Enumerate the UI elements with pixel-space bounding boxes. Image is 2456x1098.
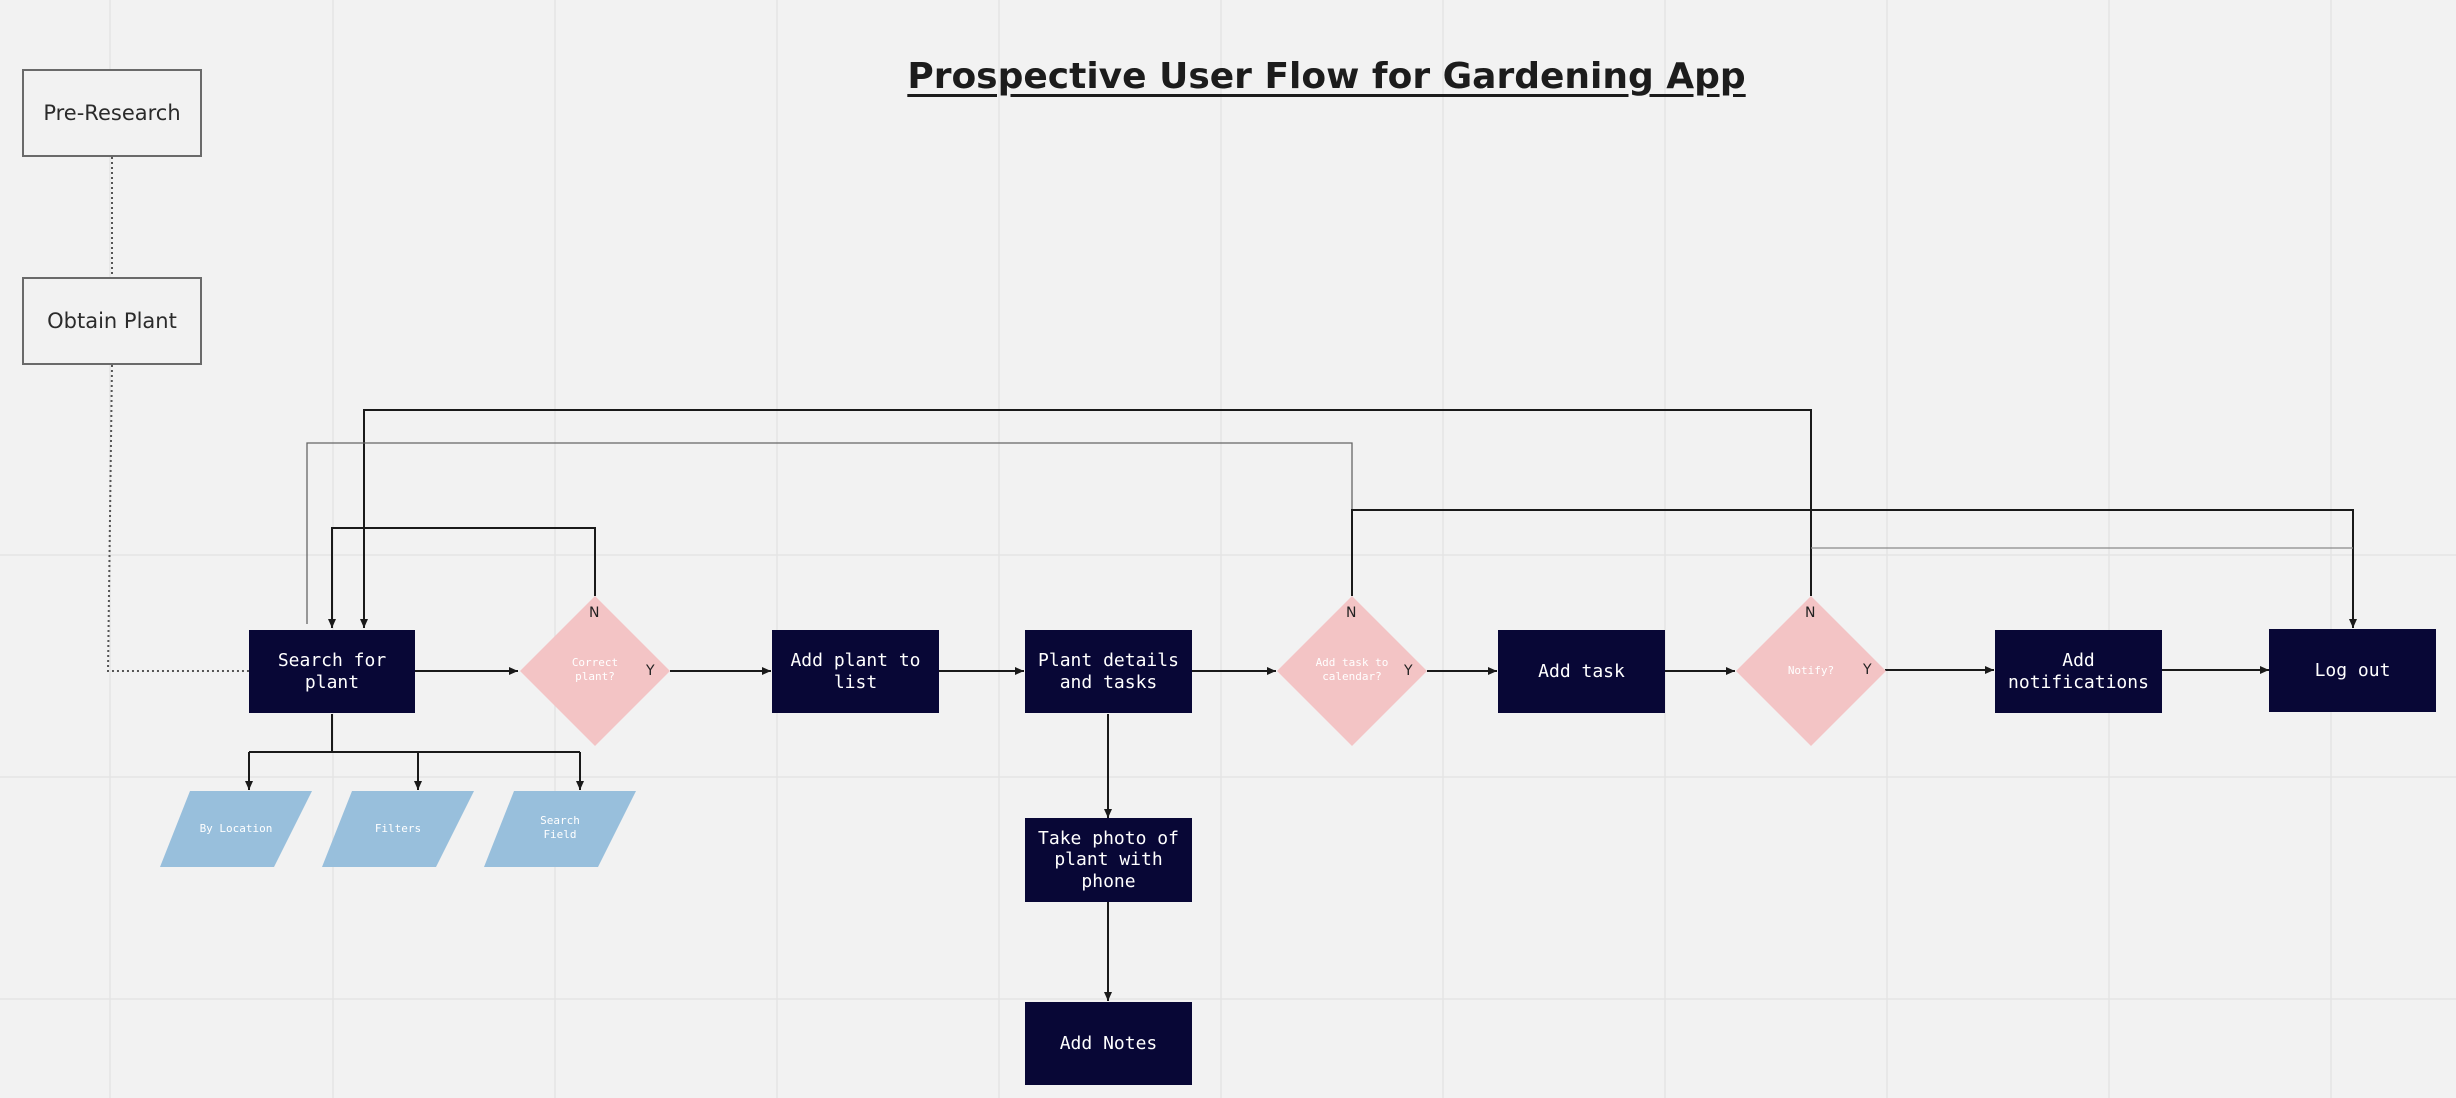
loop-correct-no [328,527,596,628]
input-by-location-label: By Location [199,822,273,835]
decision-add-to-calendar [1277,596,1427,746]
decision-correct-plant [520,596,670,746]
dotted-connector [106,364,249,672]
node-log-out[interactable]: Log out [2269,629,2436,712]
input-filters [322,791,474,867]
input-by-location [160,791,312,867]
pre-research-label: Pre-Research [43,101,181,125]
loop-notify-no [360,409,1812,628]
calendar-no-marker: N [1346,605,1357,621]
obtain-plant-box[interactable]: Obtain Plant [22,277,202,365]
correct-no-marker: N [589,605,600,621]
node-plant-details[interactable]: Plant details and tasks [1025,630,1192,713]
calendar-yes-marker: Y [1404,663,1413,679]
obtain-plant-label: Obtain Plant [47,309,177,333]
loop-calendar-thin [306,442,1353,624]
page-title: Prospective User Flow for Gardening App [907,56,1746,97]
node-add-plant-to-list[interactable]: Add plant to list [772,630,939,713]
node-take-photo[interactable]: Take photo of plant with phone [1025,818,1192,902]
link-calendar-no-logout [1351,509,2357,628]
node-add-notifications[interactable]: Add notifications [1995,630,2162,713]
node-add-notes[interactable]: Add Notes [1025,1002,1192,1085]
input-search-field-label: Search Field [540,814,580,842]
correct-yes-marker: Y [646,663,655,679]
decision-notify [1736,596,1886,746]
decision-notify-label: Notify? [1787,664,1835,677]
notify-no-marker: N [1805,605,1816,621]
decision-calendar-label: Add task to calendar? [1315,656,1389,683]
notify-yes-marker: Y [1863,662,1872,678]
input-search-field [484,791,636,867]
pre-research-box[interactable]: Pre-Research [22,69,202,157]
node-search-for-plant[interactable]: Search for plant [249,630,415,713]
input-filters-label: Filters [374,822,422,835]
decision-correct-plant-label: Correct plant? [571,656,619,683]
node-add-task[interactable]: Add task [1498,630,1665,713]
